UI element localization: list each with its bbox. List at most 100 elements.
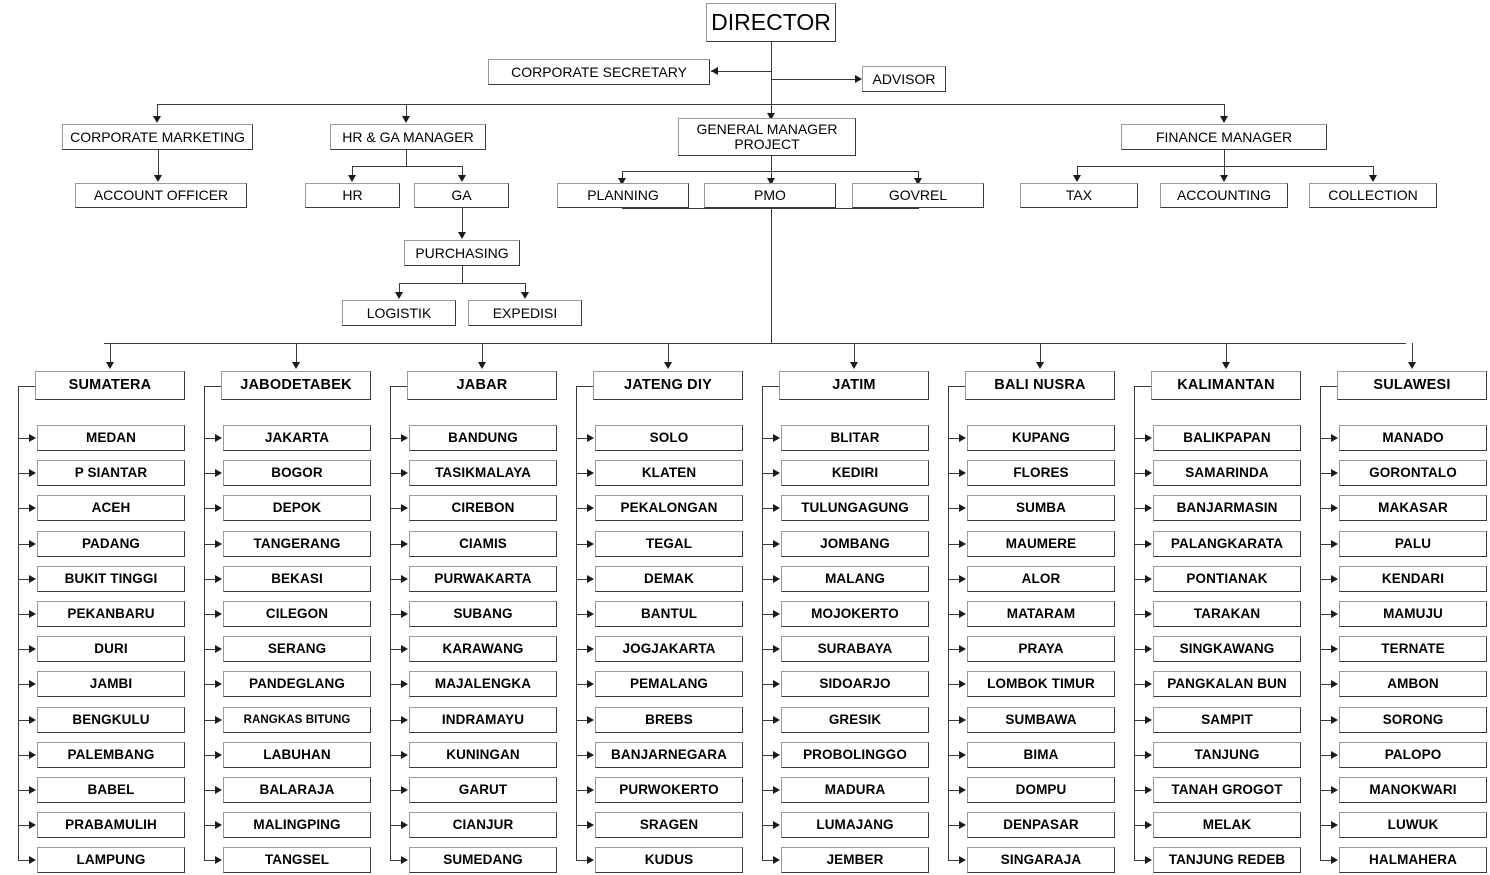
city-node-4-8[interactable]: GRESIK — [781, 706, 929, 733]
city-node-5-1[interactable]: FLORES — [967, 460, 1115, 487]
city-node-4-0[interactable]: BLITAR — [781, 425, 929, 451]
node-hr-ga-manager[interactable]: HR & GA MANAGER — [330, 124, 486, 150]
city-node-6-6[interactable]: SINGKAWANG — [1153, 636, 1301, 663]
node-corporate-marketing[interactable]: CORPORATE MARKETING — [62, 124, 253, 150]
city-node-7-0[interactable]: MANADO — [1339, 425, 1487, 451]
city-node-1-7[interactable]: PANDEGLANG — [223, 671, 371, 698]
city-node-3-0[interactable]: SOLO — [595, 425, 743, 451]
city-node-4-6[interactable]: SURABAYA — [781, 636, 929, 663]
city-node-3-11[interactable]: SRAGEN — [595, 812, 743, 839]
city-node-3-4[interactable]: DEMAK — [595, 565, 743, 592]
city-node-2-2[interactable]: CIREBON — [409, 495, 557, 522]
node-account-officer[interactable]: ACCOUNT OFFICER — [75, 183, 247, 208]
region-header-6[interactable]: KALIMANTAN — [1151, 371, 1301, 400]
node-logistik[interactable]: LOGISTIK — [342, 300, 456, 326]
city-node-1-2[interactable]: DEPOK — [223, 495, 371, 522]
city-node-1-0[interactable]: JAKARTA — [223, 425, 371, 451]
city-node-2-10[interactable]: GARUT — [409, 777, 557, 803]
city-node-3-9[interactable]: BANJARNEGARA — [595, 741, 743, 768]
city-node-0-0[interactable]: MEDAN — [37, 425, 185, 451]
city-node-7-9[interactable]: PALOPO — [1339, 741, 1487, 768]
city-node-3-2[interactable]: PEKALONGAN — [595, 495, 743, 522]
city-node-6-3[interactable]: PALANGKARATA — [1153, 530, 1301, 557]
city-node-5-0[interactable]: KUPANG — [967, 425, 1115, 451]
city-node-4-12[interactable]: JEMBER — [781, 847, 929, 874]
city-node-1-5[interactable]: CILEGON — [223, 601, 371, 627]
city-node-6-5[interactable]: TARAKAN — [1153, 601, 1301, 627]
city-node-7-12[interactable]: HALMAHERA — [1339, 847, 1487, 874]
city-node-5-4[interactable]: ALOR — [967, 565, 1115, 592]
city-node-4-2[interactable]: TULUNGAGUNG — [781, 495, 929, 522]
node-advisor[interactable]: ADVISOR — [862, 66, 946, 92]
city-node-5-12[interactable]: SINGARAJA — [967, 847, 1115, 874]
city-node-4-7[interactable]: SIDOARJO — [781, 671, 929, 698]
node-director[interactable]: DIRECTOR — [706, 3, 836, 42]
city-node-5-5[interactable]: MATARAM — [967, 601, 1115, 627]
city-node-2-3[interactable]: CIAMIS — [409, 530, 557, 557]
city-node-7-3[interactable]: PALU — [1339, 530, 1487, 557]
city-node-6-1[interactable]: SAMARINDA — [1153, 460, 1301, 487]
city-node-1-12[interactable]: TANGSEL — [223, 847, 371, 874]
city-node-5-7[interactable]: LOMBOK TIMUR — [967, 671, 1115, 698]
city-node-6-11[interactable]: MELAK — [1153, 812, 1301, 839]
city-node-0-9[interactable]: PALEMBANG — [37, 741, 185, 768]
node-ga[interactable]: GA — [414, 183, 509, 208]
city-node-4-10[interactable]: MADURA — [781, 777, 929, 803]
city-node-7-1[interactable]: GORONTALO — [1339, 460, 1487, 487]
city-node-2-6[interactable]: KARAWANG — [409, 636, 557, 663]
city-node-6-8[interactable]: SAMPIT — [1153, 706, 1301, 733]
city-node-7-6[interactable]: TERNATE — [1339, 636, 1487, 663]
city-node-5-6[interactable]: PRAYA — [967, 636, 1115, 663]
city-node-5-10[interactable]: DOMPU — [967, 777, 1115, 803]
node-purchasing[interactable]: PURCHASING — [404, 240, 520, 266]
city-node-5-9[interactable]: BIMA — [967, 741, 1115, 768]
city-node-4-9[interactable]: PROBOLINGGO — [781, 741, 929, 768]
node-accounting[interactable]: ACCOUNTING — [1160, 183, 1288, 208]
city-node-0-7[interactable]: JAMBI — [37, 671, 185, 698]
city-node-3-6[interactable]: JOGJAKARTA — [595, 636, 743, 663]
node-expedisi[interactable]: EXPEDISI — [468, 300, 582, 326]
node-hr[interactable]: HR — [305, 183, 400, 208]
city-node-7-2[interactable]: MAKASAR — [1339, 495, 1487, 522]
city-node-7-5[interactable]: MAMUJU — [1339, 601, 1487, 627]
city-node-4-5[interactable]: MOJOKERTO — [781, 601, 929, 627]
city-node-2-5[interactable]: SUBANG — [409, 601, 557, 627]
city-node-2-12[interactable]: SUMEDANG — [409, 847, 557, 874]
city-node-2-8[interactable]: INDRAMAYU — [409, 706, 557, 733]
region-header-2[interactable]: JABAR — [407, 371, 557, 400]
city-node-1-9[interactable]: LABUHAN — [223, 741, 371, 768]
node-planning[interactable]: PLANNING — [557, 183, 689, 208]
city-node-6-7[interactable]: PANGKALAN BUN — [1153, 671, 1301, 698]
city-node-3-3[interactable]: TEGAL — [595, 530, 743, 557]
city-node-2-0[interactable]: BANDUNG — [409, 425, 557, 451]
city-node-0-4[interactable]: BUKIT TINGGI — [37, 565, 185, 592]
city-node-7-8[interactable]: SORONG — [1339, 706, 1487, 733]
city-node-0-3[interactable]: PADANG — [37, 530, 185, 557]
region-header-5[interactable]: BALI NUSRA — [965, 371, 1115, 400]
city-node-0-12[interactable]: LAMPUNG — [37, 847, 185, 874]
city-node-1-3[interactable]: TANGERANG — [223, 530, 371, 557]
city-node-4-4[interactable]: MALANG — [781, 565, 929, 592]
city-node-0-10[interactable]: BABEL — [37, 777, 185, 803]
city-node-7-11[interactable]: LUWUK — [1339, 812, 1487, 839]
city-node-4-1[interactable]: KEDIRI — [781, 460, 929, 487]
city-node-3-5[interactable]: BANTUL — [595, 601, 743, 627]
city-node-3-1[interactable]: KLATEN — [595, 460, 743, 487]
city-node-6-9[interactable]: TANJUNG — [1153, 741, 1301, 768]
city-node-0-8[interactable]: BENGKULU — [37, 706, 185, 733]
city-node-1-10[interactable]: BALARAJA — [223, 777, 371, 803]
city-node-1-8[interactable]: RANGKAS BITUNG — [223, 706, 371, 733]
city-node-2-7[interactable]: MAJALENGKA — [409, 671, 557, 698]
region-header-0[interactable]: SUMATERA — [35, 371, 185, 400]
city-node-6-12[interactable]: TANJUNG REDEB — [1153, 847, 1301, 874]
node-pmo[interactable]: PMO — [704, 183, 836, 208]
node-finance-manager[interactable]: FINANCE MANAGER — [1121, 124, 1327, 150]
city-node-0-11[interactable]: PRABAMULIH — [37, 812, 185, 839]
city-node-6-2[interactable]: BANJARMASIN — [1153, 495, 1301, 522]
city-node-5-2[interactable]: SUMBA — [967, 495, 1115, 522]
city-node-2-1[interactable]: TASIKMALAYA — [409, 460, 557, 487]
city-node-0-2[interactable]: ACEH — [37, 495, 185, 522]
city-node-4-11[interactable]: LUMAJANG — [781, 812, 929, 839]
city-node-3-12[interactable]: KUDUS — [595, 847, 743, 874]
region-header-4[interactable]: JATIM — [779, 371, 929, 400]
